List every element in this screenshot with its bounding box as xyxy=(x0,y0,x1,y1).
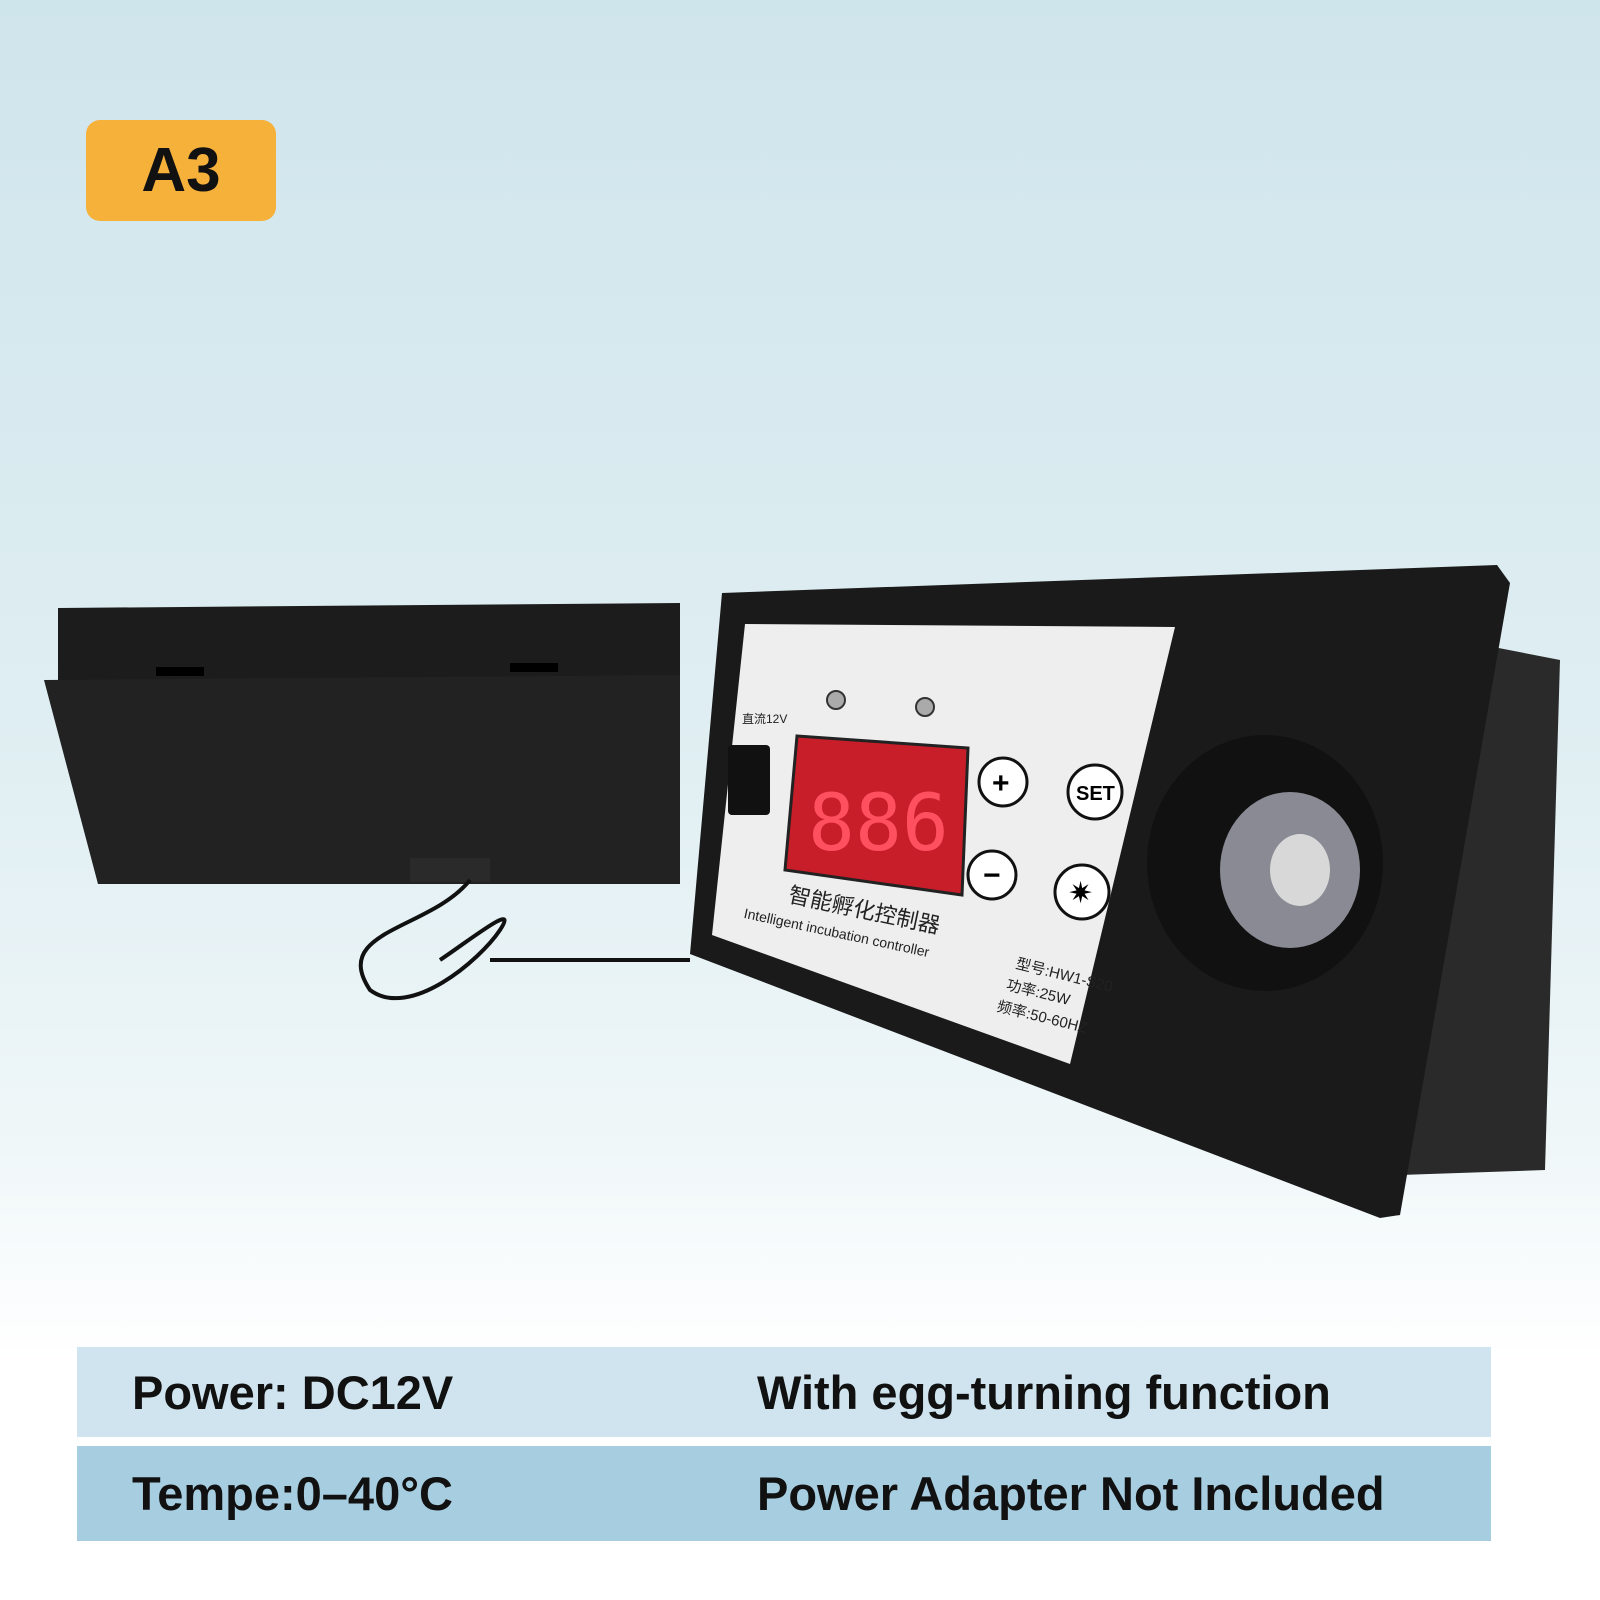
svg-text:SET: SET xyxy=(1076,783,1115,805)
spec-row-1: Power: DC12V With egg-turning function xyxy=(77,1347,1491,1437)
display-digits: 886 xyxy=(808,779,949,869)
spec-adapter-note: Power Adapter Not Included xyxy=(757,1467,1385,1520)
model-badge: A3 xyxy=(86,120,276,221)
led-display xyxy=(783,734,970,897)
plus-button[interactable]: + xyxy=(977,756,1029,808)
svg-text:−: − xyxy=(983,859,1001,892)
power-input-label: 直流12V xyxy=(742,712,787,726)
power-indicator-led xyxy=(915,697,935,717)
spec-temperature: Tempe:0–40°C xyxy=(132,1467,453,1520)
rear-housing xyxy=(44,603,690,1001)
spec-feature: With egg-turning function xyxy=(757,1365,1331,1419)
heat-indicator-led xyxy=(826,690,846,710)
spec-power: Power: DC12V xyxy=(132,1365,454,1419)
power-socket xyxy=(728,745,770,815)
set-button[interactable]: SET xyxy=(1066,763,1124,821)
egg-turning-button[interactable]: ✷ xyxy=(1053,863,1111,921)
minus-button[interactable]: − xyxy=(966,849,1018,901)
spec-row-2: Tempe:0–40°C Power Adapter Not Included xyxy=(77,1446,1491,1541)
sun-icon: ✷ xyxy=(1068,877,1093,910)
svg-text:+: + xyxy=(992,767,1010,800)
